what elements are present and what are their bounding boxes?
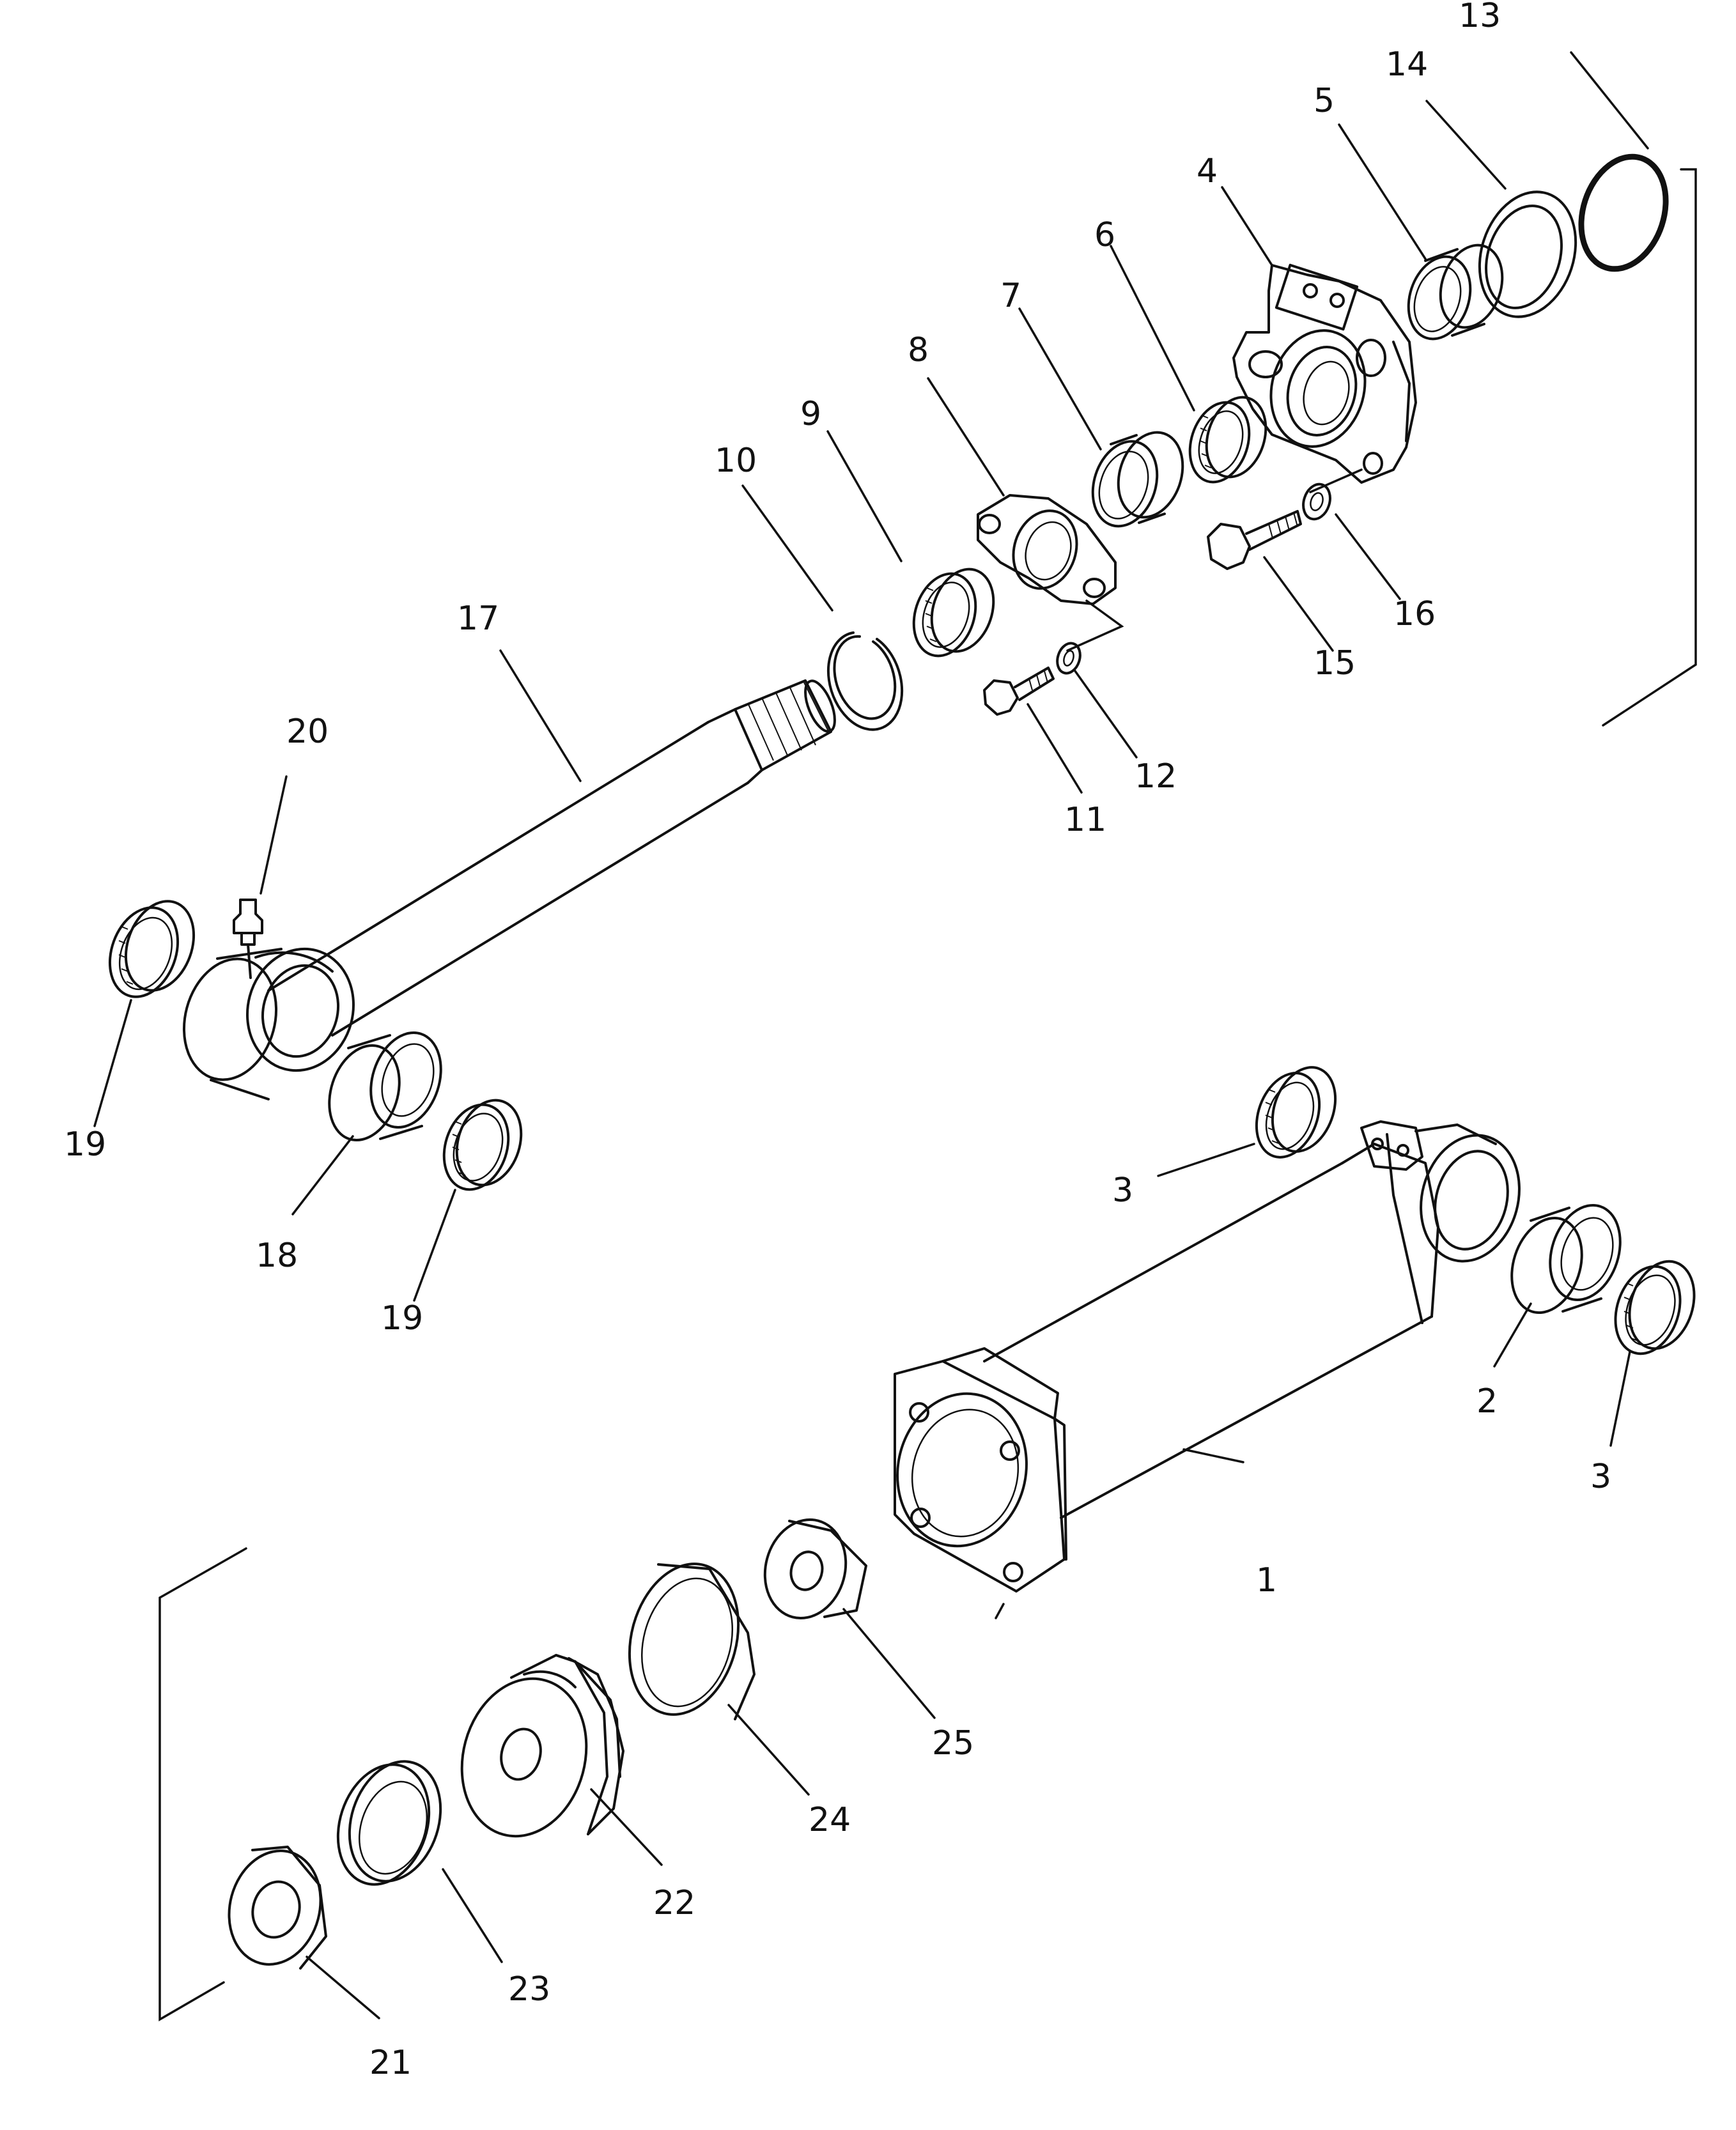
callout-9: 9 — [800, 395, 821, 433]
part-8-flange — [977, 494, 1117, 605]
callout-19-lower: 19 — [381, 1299, 423, 1338]
part-20-grease-fitting — [233, 899, 263, 979]
part-19-bearing-left — [108, 900, 196, 998]
part-5-bushing — [1407, 243, 1504, 341]
part-1-cylinder-tube — [894, 1120, 1521, 1593]
part-23-seal-ring — [336, 1760, 442, 1886]
callout-10: 10 — [715, 442, 757, 480]
callout-6: 6 — [1094, 216, 1115, 254]
callout-15: 15 — [1314, 644, 1356, 683]
assembly-bracket-left — [159, 1547, 247, 2022]
part-25-nut — [763, 1518, 867, 1620]
part-24-ring — [628, 1563, 756, 1720]
callout-21: 21 — [369, 2044, 412, 2082]
part-6-bearing — [1188, 396, 1267, 484]
callout-1: 1 — [1256, 1561, 1277, 1600]
part-19-bearing-lower — [442, 1099, 523, 1191]
callout-2: 2 — [1476, 1382, 1498, 1421]
part-3-bearing-upper — [1255, 1066, 1337, 1159]
assembly-bracket-right — [1602, 168, 1697, 727]
callout-13: 13 — [1459, 0, 1501, 35]
part-2-bushing — [1510, 1203, 1622, 1315]
callout-3-upper: 3 — [1112, 1171, 1133, 1210]
callout-4: 4 — [1197, 152, 1218, 190]
part-21-washer — [228, 1846, 327, 1970]
part-11-bolt — [983, 667, 1055, 716]
leader-lines — [93, 51, 1649, 2019]
part-7-bushing — [1091, 431, 1184, 528]
callout-14: 14 — [1386, 45, 1428, 84]
part-9-bearing — [912, 567, 995, 658]
part-12-washer — [1056, 642, 1081, 675]
callout-18: 18 — [256, 1237, 298, 1275]
callout-3-lower: 3 — [1590, 1458, 1611, 1496]
callout-23: 23 — [508, 1970, 550, 2009]
callout-20: 20 — [286, 713, 329, 751]
part-10-snap-ring — [826, 631, 904, 731]
part-4-cylinder-head — [1232, 263, 1417, 484]
callout-5: 5 — [1314, 82, 1335, 120]
callout-12: 12 — [1135, 757, 1177, 796]
callout-24: 24 — [809, 1801, 851, 1839]
callout-22: 22 — [653, 1884, 695, 1922]
callout-25: 25 — [932, 1724, 974, 1763]
part-22-piston — [460, 1654, 624, 1838]
callout-16: 16 — [1393, 595, 1436, 633]
callout-19-left: 19 — [64, 1125, 106, 1164]
part-18-bushing — [328, 1031, 442, 1142]
callout-17: 17 — [457, 599, 499, 638]
part-3-bearing-lower — [1614, 1260, 1696, 1355]
callout-8: 8 — [908, 331, 929, 369]
callout-7: 7 — [1000, 277, 1021, 315]
part-14-ring — [1478, 190, 1577, 318]
connector-lines — [995, 468, 1363, 1619]
callout-labels: 1 2 3 3 4 5 6 7 8 9 10 11 12 13 14 15 16… — [64, 0, 1611, 2082]
part-16-washer — [1302, 482, 1331, 521]
part-15-bolt — [1207, 510, 1302, 570]
callout-11: 11 — [1064, 801, 1106, 839]
part-17-piston-rod — [182, 679, 836, 1100]
part-13-o-ring — [1578, 153, 1669, 272]
